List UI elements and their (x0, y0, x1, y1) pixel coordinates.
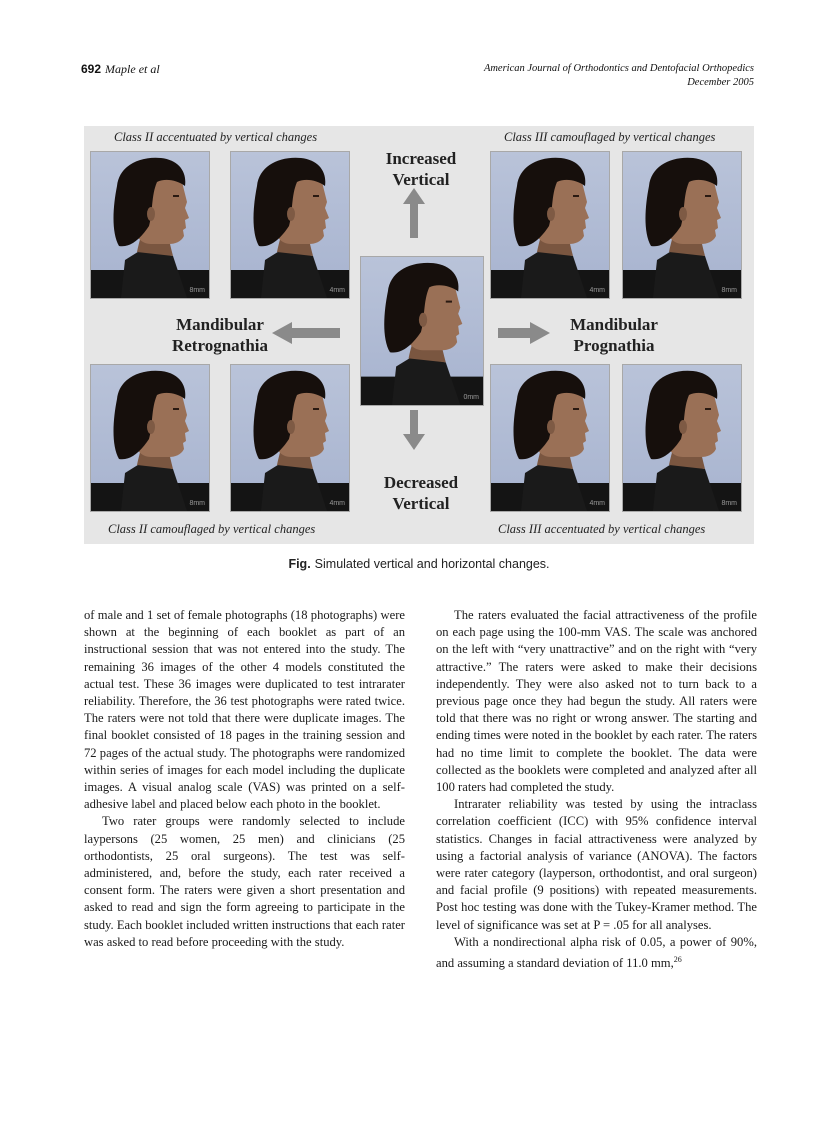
figure-caption-text: Simulated vertical and horizontal change… (314, 557, 550, 571)
label-line: Retrognathia (171, 336, 268, 355)
label-line: Vertical (392, 494, 450, 513)
caption-top-left: Class II accentuated by vertical changes (114, 130, 318, 144)
label-increased-vertical: Increased Vertical (360, 148, 482, 190)
label-line: Prognathia (573, 336, 655, 355)
profile-photo: 4mm (490, 364, 610, 512)
label-mandibular-prognathia: Mandibular Prognathia (554, 314, 674, 356)
paragraph-text: With a nondirectional alpha risk of 0.05… (436, 934, 757, 971)
journal-name: American Journal of Orthodontics and Den… (483, 63, 754, 74)
figure-caption: Fig.Simulated vertical and horizontal ch… (0, 557, 838, 571)
profile-photo: 4mm (490, 151, 610, 299)
arrow-right-icon (498, 322, 550, 344)
page-number: 692 (81, 62, 102, 76)
profile-photo: 4mm (230, 151, 350, 299)
right-column: The raters evaluated the facial attracti… (436, 607, 757, 972)
arrow-left-icon (272, 322, 340, 344)
figure-panel: Class II accentuated by vertical changes… (84, 126, 754, 544)
arrow-down-icon (403, 410, 425, 450)
issue-date: December 2005 (687, 77, 754, 88)
paragraph: of male and 1 set of female photographs … (84, 608, 405, 812)
label-line: Decreased (383, 473, 459, 492)
label-line: Mandibular (570, 315, 658, 334)
caption-top-right: Class III camouflaged by vertical change… (504, 130, 716, 144)
label-line: Mandibular (176, 315, 264, 334)
citation-superscript: 26 (673, 955, 682, 965)
left-column: of male and 1 set of female photographs … (84, 607, 405, 951)
paragraph: Intrarater reliability was tested by usi… (436, 797, 757, 932)
paragraph: The raters evaluated the facial attracti… (436, 608, 757, 795)
label-mandibular-retrognathia: Mandibular Retrognathia (150, 314, 290, 356)
author-line: Maple et al (105, 62, 160, 76)
caption-bottom-right: Class III accentuated by vertical change… (498, 522, 706, 536)
caption-bottom-left: Class II camouflaged by vertical changes (108, 522, 316, 536)
figure-label: Fig. (288, 557, 311, 571)
profile-photo-center: 0mm (360, 256, 484, 406)
profile-photo: 8mm (622, 151, 742, 299)
label-line: Increased (385, 149, 457, 168)
paragraph: Two rater groups were randomly selected … (84, 814, 405, 949)
profile-photo: 8mm (622, 364, 742, 512)
label-line: Vertical (392, 170, 450, 189)
label-decreased-vertical: Decreased Vertical (360, 472, 482, 514)
paragraph-last: With a nondirectional alpha risk of 0.05… (436, 934, 757, 973)
arrows-overlay (272, 188, 550, 450)
profile-photo: 8mm (90, 364, 210, 512)
profile-photo: 8mm (90, 151, 210, 299)
profile-photo: 4mm (230, 364, 350, 512)
arrow-up-icon (403, 188, 425, 238)
running-header-right: American Journal of Orthodontics and Den… (484, 62, 754, 90)
